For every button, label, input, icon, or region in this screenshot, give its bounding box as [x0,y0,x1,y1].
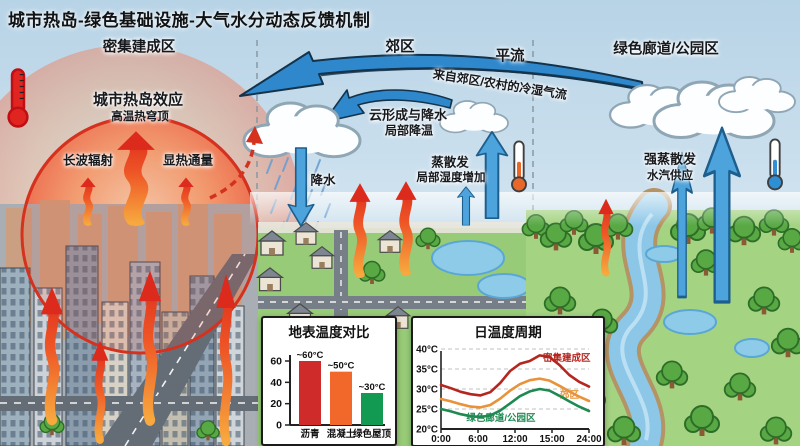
label-strong-evapotranspiration: 强蒸散发 [643,151,697,167]
svg-text:沥青: 沥青 [300,428,320,440]
svg-text:40°C: 40°C [416,345,438,356]
svg-text:25°C: 25°C [416,405,438,416]
zone-label-suburb: 郊区 [385,39,415,56]
svg-text:0: 0 [276,420,282,432]
advection-arrow-icon [239,51,644,97]
thermometer-cool-icon [767,138,783,191]
label-local-cooling: 局部降温 [384,123,434,138]
svg-text:24:00: 24:00 [576,434,602,445]
svg-text:15:00: 15:00 [539,434,565,445]
svg-text:~30°C: ~30°C [359,382,386,393]
svg-text:40: 40 [270,377,282,389]
label-evapotranspiration: 蒸散发 [431,155,469,170]
label-advection: 平流 [495,48,525,65]
label-vapor-supply: 水汽供应 [647,170,693,182]
heat-transfer-dashed-arrow-icon [209,126,263,200]
label-sensible-heat-flux: 显热通量 [162,153,214,168]
series-label: 绿色廊道/公园区 [466,412,536,424]
svg-text:~50°C: ~50°C [328,361,355,372]
svg-text:~60°C: ~60°C [297,350,324,361]
page-title: 城市热岛-绿色基础设施-大气水分动态反馈机制 [8,11,371,30]
surface-temperature-bar-chart: 地表温度对比 0 20 40 60 ~60°C 沥青 ~50°C 混凝土 ~30°C 绿色屋顶 [261,316,397,446]
zone-label-dense-built-area: 密集建成区 [102,39,176,56]
label-precipitation: 降水 [310,173,336,188]
label-longwave-radiation: 长波辐射 [62,153,114,168]
label-heat-dome: 高温热穹顶 [111,111,169,123]
svg-text:12:00: 12:00 [502,434,528,445]
svg-text:35°C: 35°C [416,365,438,376]
svg-text:20°C: 20°C [416,425,438,436]
svg-text:6:00: 6:00 [468,434,488,445]
line-chart-title: 日温度周期 [474,325,542,340]
svg-text:30°C: 30°C [416,385,438,396]
bar-chart-plot: 0 20 40 60 ~60°C 沥青 ~50°C 混凝土 ~30°C 绿色屋顶 [270,350,392,440]
thermometer-warm-icon [511,140,527,193]
line-chart-plot: 20°C 25°C 30°C 35°C 40°C 0:00 6:00 12:00 15:00 24… [416,345,602,446]
cloud-icon [718,76,796,114]
svg-text:混凝土: 混凝土 [327,428,356,440]
heat-dome-tint [22,117,258,353]
zone-label-green-corridor: 绿色廊道/公园区 [613,41,719,58]
daily-temperature-line-chart: 日温度周期 20°C 25°C 30°C 35°C 40°C 0:00 6:00 12:00 1… [411,316,605,446]
label-cloud-formation-precip: 云形成与降水 [368,107,448,123]
mist-band [250,192,800,226]
thermometer-hot-icon [7,68,29,128]
label-urban-heat-island: 城市热岛效应 [92,91,184,109]
bar-chart-title: 地表温度对比 [288,325,370,340]
label-humidity-increase: 局部湿度增加 [416,172,486,184]
svg-text:60: 60 [270,356,282,368]
svg-text:绿色屋顶: 绿色屋顶 [353,428,392,440]
series-label: 密集建成区 [542,352,591,364]
svg-text:20: 20 [270,398,282,410]
svg-text:0:00: 0:00 [431,434,451,445]
